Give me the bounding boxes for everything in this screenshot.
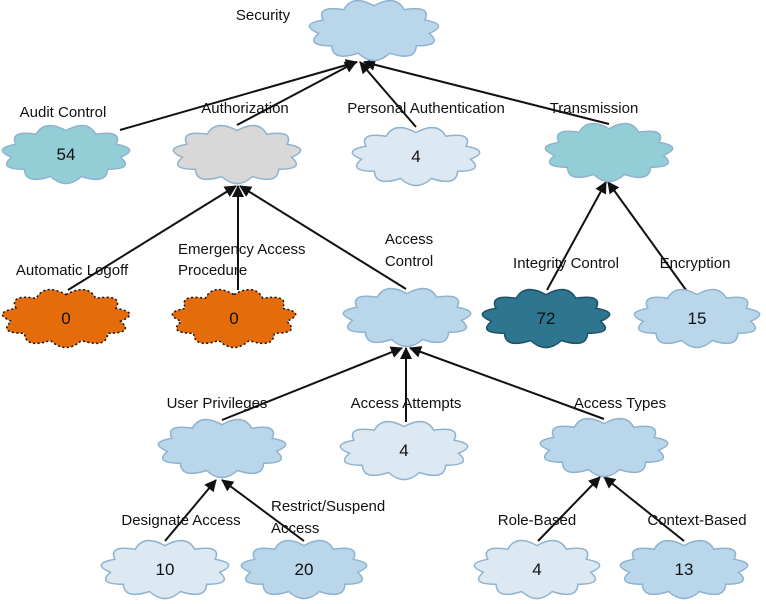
- node-label-line: Control: [385, 253, 433, 270]
- node-label-line: Security: [236, 7, 291, 24]
- node-label-line: Audit Control: [20, 104, 107, 121]
- cloud-shape-transmission: [544, 122, 674, 183]
- node-label-personal-authentication: Personal Authentication: [347, 100, 505, 117]
- node-value-emergency-access-procedure: 0: [229, 309, 238, 328]
- node-label-audit-control: Audit Control: [20, 104, 107, 121]
- node-value-designate-access: 10: [156, 560, 175, 579]
- node-label-line: Integrity Control: [513, 255, 619, 272]
- node-automatic-logoff: Automatic Logoff 0: [1, 262, 131, 349]
- node-transmission: Transmission: [544, 100, 674, 183]
- node-label-line: Access: [271, 520, 319, 537]
- node-designate-access: Designate Access 10: [100, 512, 241, 600]
- node-value-encryption: 15: [688, 309, 707, 328]
- edge-integrity-control-to-transmission: [546, 181, 607, 291]
- node-label-encryption: Encryption: [660, 255, 731, 272]
- cloud-shape-access-attempts: [339, 420, 469, 481]
- node-access-attempts: Access Attempts 4: [339, 395, 469, 481]
- node-value-automatic-logoff: 0: [61, 309, 70, 328]
- node-label-security: Security: [236, 7, 291, 24]
- node-label-line: Encryption: [660, 255, 731, 272]
- node-label-line: Procedure: [178, 262, 247, 279]
- node-personal-authentication: Personal Authentication 4: [347, 100, 505, 187]
- cloud-shape-role-based: [473, 539, 601, 600]
- cloud-shape-access-types: [539, 417, 669, 478]
- cloud-shape-designate-access: [100, 539, 230, 600]
- node-label-line: Role-Based: [498, 512, 576, 529]
- cloud-shape-integrity-control: [481, 288, 611, 349]
- edge-authorization-to-security: [236, 61, 357, 126]
- node-label-line: Automatic Logoff: [16, 262, 129, 279]
- node-value-personal-authentication: 4: [411, 147, 420, 166]
- node-label-line: Access: [385, 231, 433, 248]
- node-label-line: Context-Based: [647, 512, 746, 529]
- edge-restrict-suspend-access-to-user-privileges: [221, 479, 305, 542]
- edge-designate-access-to-user-privileges: [164, 479, 217, 542]
- cloud-shape-access-control: [342, 287, 472, 348]
- node-value-role-based: 4: [532, 560, 541, 579]
- node-value-audit-control: 54: [57, 145, 76, 164]
- cloud-shape-authorization: [172, 124, 302, 185]
- node-label-transmission: Transmission: [550, 100, 639, 117]
- node-label-context-based: Context-Based: [647, 512, 746, 529]
- edge-personal-authentication-to-security: [359, 61, 417, 128]
- node-integrity-control: Integrity Control 72: [481, 255, 619, 349]
- node-context-based: Context-Based 13: [619, 512, 749, 600]
- node-user-privileges: User Privileges: [157, 395, 287, 479]
- node-label-designate-access: Designate Access: [121, 512, 240, 529]
- edge-audit-control-to-security: [119, 59, 358, 131]
- edge-automatic-logoff-to-authorization: [67, 185, 237, 291]
- node-value-integrity-control: 72: [537, 309, 556, 328]
- node-value-access-attempts: 4: [399, 441, 408, 460]
- node-label-access-attempts: Access Attempts: [351, 395, 462, 412]
- node-label-line: User Privileges: [167, 395, 268, 412]
- edge-access-control-to-authorization: [239, 185, 407, 290]
- node-label-line: Designate Access: [121, 512, 240, 529]
- node-label-automatic-logoff: Automatic Logoff: [16, 262, 129, 279]
- node-authorization: Authorization: [172, 100, 302, 185]
- node-label-access-types: Access Types: [574, 395, 666, 412]
- node-label-line: Access Types: [574, 395, 666, 412]
- node-role-based: Role-Based 4: [473, 512, 601, 600]
- edge-role-based-to-access-types: [537, 476, 601, 542]
- edges-layer: [67, 58, 687, 542]
- node-audit-control: Audit Control 54: [1, 104, 131, 185]
- node-label-user-privileges: User Privileges: [167, 395, 268, 412]
- node-label-line: Transmission: [550, 100, 639, 117]
- node-label-authorization: Authorization: [201, 100, 289, 117]
- edge-access-types-to-access-control: [409, 346, 605, 420]
- cloud-shape-context-based: [619, 539, 749, 600]
- node-label-role-based: Role-Based: [498, 512, 576, 529]
- node-value-restrict-suspend-access: 20: [295, 560, 314, 579]
- cloud-shape-restrict-suspend-access: [240, 539, 368, 600]
- cloud-shape-audit-control: [1, 124, 131, 185]
- node-label-line: Access Attempts: [351, 395, 462, 412]
- cloud-shape-emergency-access-procedure: [171, 288, 297, 349]
- edge-transmission-to-security: [363, 58, 610, 125]
- node-label-line: Restrict/Suspend: [271, 498, 385, 515]
- cloud-shape-user-privileges: [157, 418, 287, 479]
- edge-context-based-to-access-types: [603, 476, 685, 542]
- cloud-shape-encryption: [633, 288, 761, 349]
- cloud-shape-security: [308, 0, 440, 62]
- cloud-shape-personal-authentication: [351, 126, 481, 187]
- node-label-integrity-control: Integrity Control: [513, 255, 619, 272]
- node-encryption: Encryption 15: [633, 255, 761, 349]
- node-access-types: Access Types: [539, 395, 669, 478]
- node-security: Security: [236, 0, 440, 62]
- node-label-line: Emergency Access: [178, 241, 306, 258]
- cloud-shape-automatic-logoff: [1, 288, 131, 349]
- node-label-line: Personal Authentication: [347, 100, 505, 117]
- edge-user-privileges-to-access-control: [221, 346, 403, 421]
- node-label-line: Authorization: [201, 100, 289, 117]
- node-value-context-based: 13: [675, 560, 694, 579]
- edge-encryption-to-transmission: [607, 181, 687, 291]
